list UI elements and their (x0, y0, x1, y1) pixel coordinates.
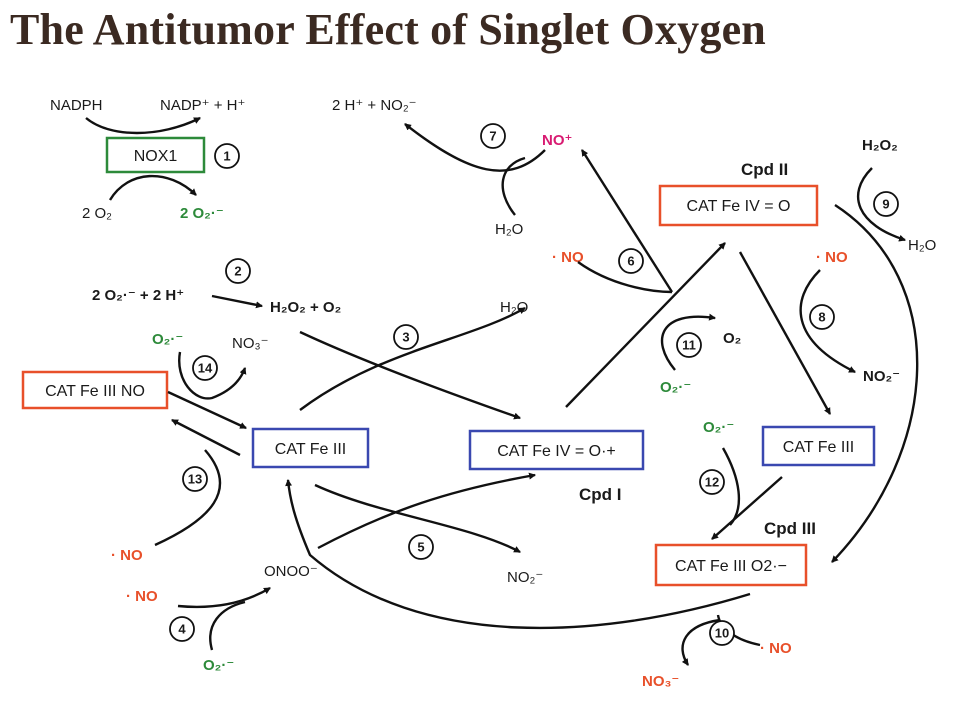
superoxide-12-label: O₂·⁻ (703, 419, 734, 436)
step-5: 5 (417, 539, 424, 554)
onoo-label: ONOO⁻ (264, 563, 318, 580)
cat-fe3-left-box: CAT Fe III (251, 427, 370, 469)
o2-11-label: O₂ (723, 330, 741, 347)
nox1-box: NOX1 (105, 136, 206, 174)
cat-fe3-right-box: CAT Fe III (761, 425, 876, 467)
reaction2-right-label: H₂O₂ + O₂ (270, 299, 341, 316)
no2-8-label: NO₂⁻ (863, 368, 900, 385)
step-9: 9 (882, 196, 889, 211)
o2-2-label: 2 O₂ (82, 205, 112, 222)
step-14: 14 (198, 360, 213, 375)
cpd3-box: CAT Fe III O2·− (654, 543, 808, 587)
step-1: 1 (223, 148, 230, 163)
superoxide-1-label: 2 O₂·⁻ (180, 205, 224, 222)
cpd3-name: Cpd III (764, 519, 816, 538)
cpd2-box: CAT Fe IV = O (658, 184, 819, 227)
nadph-label: NADPH (50, 97, 103, 114)
h-no2-label: 2 H⁺ + NO₂⁻ (332, 97, 417, 114)
cat-fe3-no-label: CAT Fe III NO (45, 383, 145, 400)
step-markers: 1 2 3 4 5 6 7 8 9 10 11 12 13 14 (169, 123, 899, 646)
superoxide-11-label: O₂·⁻ (660, 379, 691, 396)
no-10-label: · NO (760, 640, 792, 657)
step-10: 10 (715, 625, 729, 640)
no3-10-label: NO₃⁻ (642, 673, 679, 690)
cpd2-name: Cpd II (741, 160, 788, 179)
cpd1-box: CAT Fe IV = O·+ (468, 429, 645, 471)
reaction-arrows (85, 116, 919, 666)
cat-fe3-right-label: CAT Fe III (783, 439, 854, 456)
cpd2-label: CAT Fe IV = O (687, 198, 791, 215)
cpd1-name: Cpd I (579, 485, 622, 504)
nox1-label: NOX1 (134, 148, 178, 165)
step-2: 2 (234, 263, 241, 278)
cpd1-label: CAT Fe IV = O·+ (497, 443, 616, 460)
h2o-7-label: H₂O (495, 221, 523, 238)
step-3: 3 (402, 329, 409, 344)
no-13-label: · NO (111, 547, 143, 564)
step-4: 4 (178, 621, 186, 636)
no-4-label: · NO (126, 588, 158, 605)
step-11: 11 (682, 337, 696, 352)
no-6-label: · NO (552, 249, 584, 266)
step-7: 7 (489, 128, 496, 143)
nadp-label: NADP⁺ + H⁺ (160, 97, 245, 114)
superoxide-4-label: O₂·⁻ (203, 657, 234, 674)
cpd3-label: CAT Fe III O2·− (675, 558, 787, 575)
cat-fe3-left-label: CAT Fe III (275, 441, 346, 458)
superoxide-14-label: O₂·⁻ (152, 331, 183, 348)
h2o2-9-label: H₂O₂ (862, 137, 898, 154)
h2o-9-label: H₂O (908, 237, 936, 254)
reaction2-left-label: 2 O₂·⁻ + 2 H⁺ (92, 287, 184, 304)
no2-5-label: NO₂⁻ (507, 569, 543, 586)
no-8-label: · NO (816, 249, 848, 266)
page-title: The Antitumor Effect of Singlet Oxygen (10, 5, 766, 54)
step-13: 13 (188, 471, 202, 486)
cat-fe3-no-box: CAT Fe III NO (21, 370, 169, 410)
no3-14-label: NO₃⁻ (232, 335, 269, 352)
step-8: 8 (818, 309, 825, 324)
step-6: 6 (627, 253, 634, 268)
step-12: 12 (705, 474, 719, 489)
no-plus-label: NO⁺ (542, 132, 572, 149)
